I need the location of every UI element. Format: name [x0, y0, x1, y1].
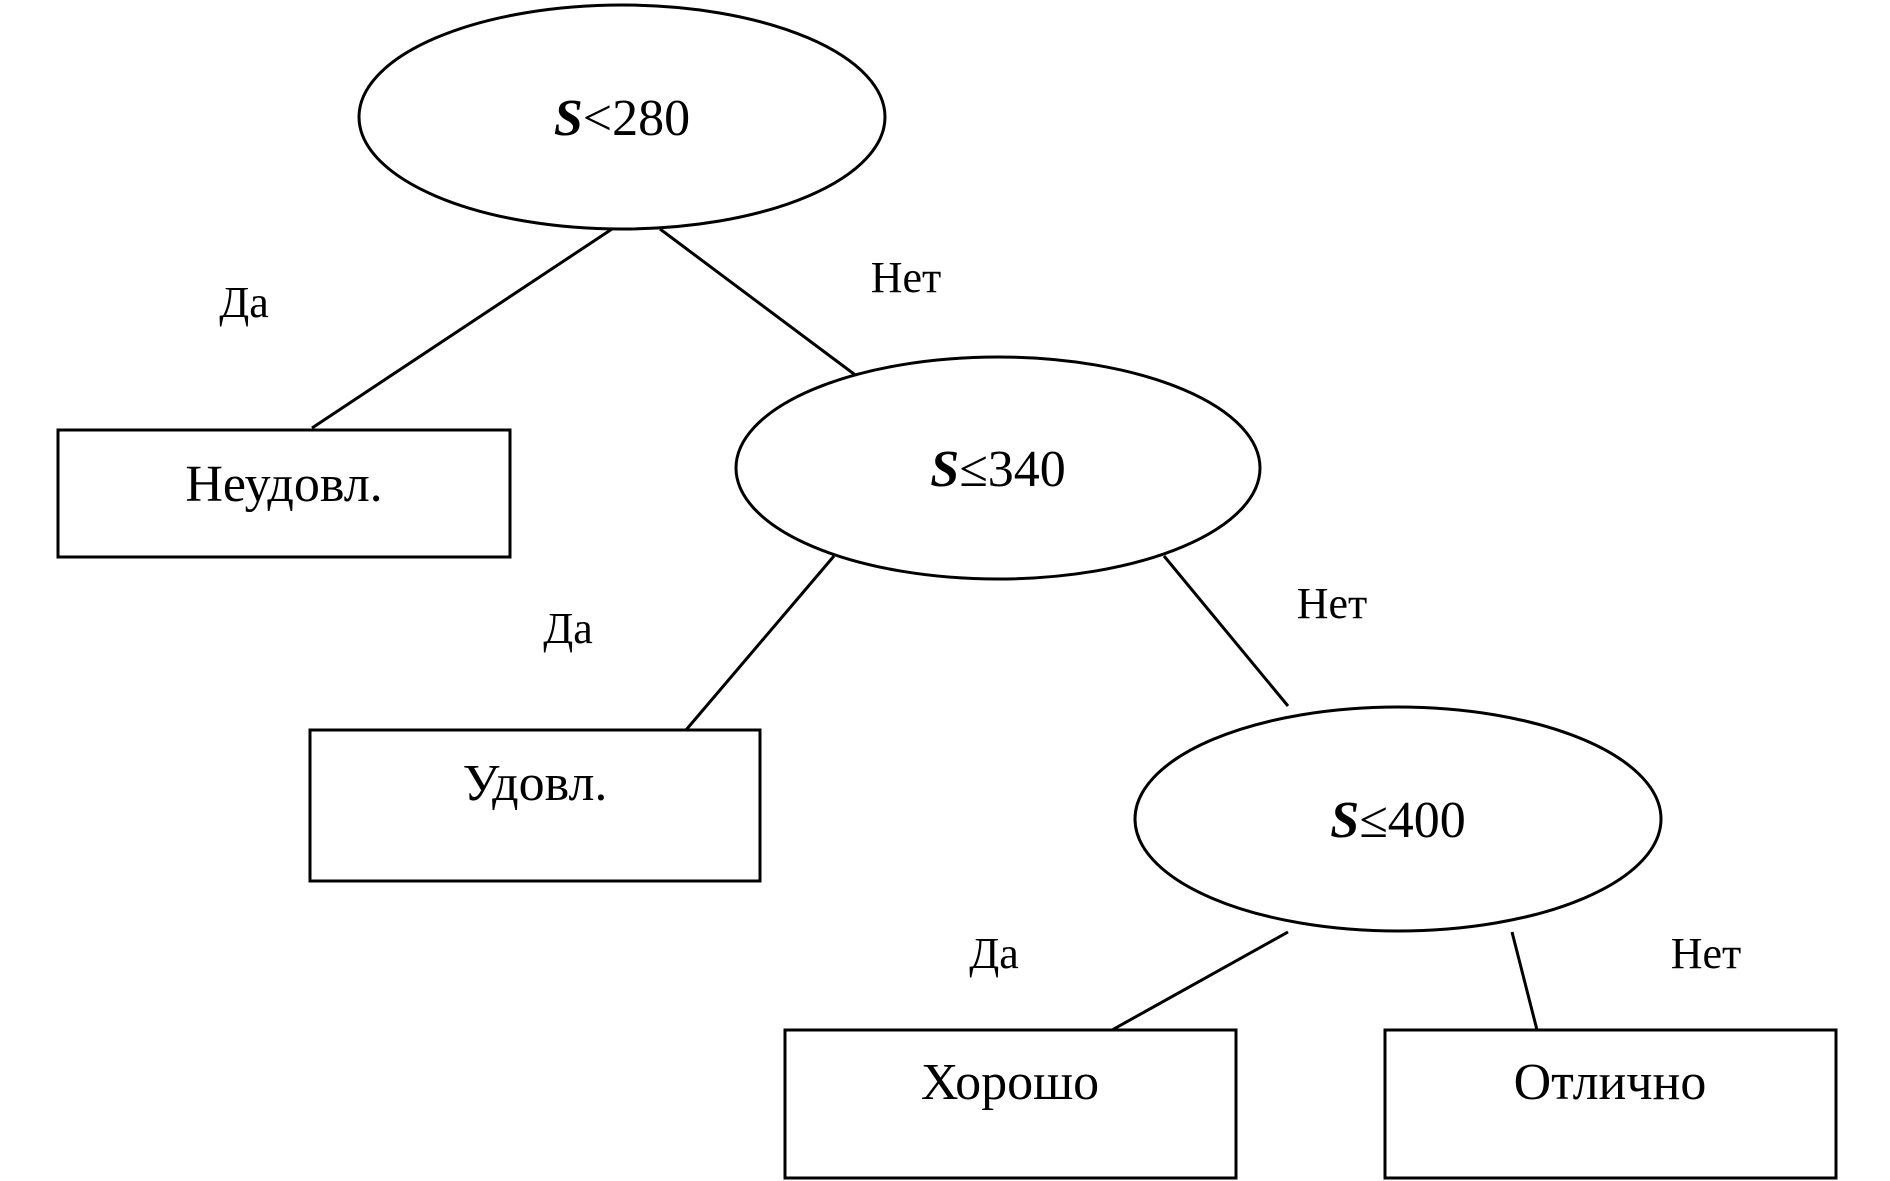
decision-node-s-le-340: S≤340 [734, 355, 1262, 581]
edge-node2-no [1162, 555, 1290, 707]
outcome-box-unsatisfactory: Неудовл. [56, 428, 512, 559]
outcome-label: Отлично [1514, 1054, 1707, 1111]
decision-variable: S [930, 441, 959, 498]
svg-text:S<280: S<280 [554, 90, 690, 147]
decision-operator: < [583, 90, 612, 147]
outcome-label: Удовл. [463, 755, 608, 812]
decision-threshold: 340 [988, 441, 1066, 498]
edge-root-yes [311, 227, 613, 430]
branch-label-yes: Да [219, 278, 269, 327]
branch-label-yes: Да [543, 604, 593, 653]
decision-node-s-le-400: S≤400 [1133, 705, 1663, 933]
edge-node2-yes [684, 555, 836, 731]
decision-operator: ≤ [959, 441, 988, 498]
decision-threshold: 400 [1388, 792, 1466, 849]
branch-label-no: Нет [1297, 579, 1368, 628]
svg-text:S≤400: S≤400 [1330, 792, 1465, 849]
edge-node3-yes [1111, 930, 1289, 1032]
branch-label-yes: Да [969, 929, 1019, 978]
svg-text:S≤340: S≤340 [930, 441, 1065, 498]
decision-threshold: 280 [612, 90, 690, 147]
decision-node-s-lt-280: S<280 [357, 3, 887, 231]
branch-label-no: Нет [871, 253, 942, 302]
outcome-box-excellent: Отлично [1383, 1028, 1838, 1180]
decision-variable: S [554, 90, 583, 147]
outcome-label: Неудовл. [185, 456, 382, 513]
branch-label-no: Нет [1671, 929, 1742, 978]
edge-root-no [659, 227, 863, 382]
decision-operator: ≤ [1359, 792, 1388, 849]
decision-variable: S [1330, 792, 1359, 849]
edge-node3-no [1510, 931, 1539, 1031]
outcome-box-satisfactory: Удовл. [308, 728, 762, 883]
outcome-box-good: Хорошо [783, 1028, 1238, 1180]
outcome-label: Хорошо [921, 1054, 1099, 1111]
